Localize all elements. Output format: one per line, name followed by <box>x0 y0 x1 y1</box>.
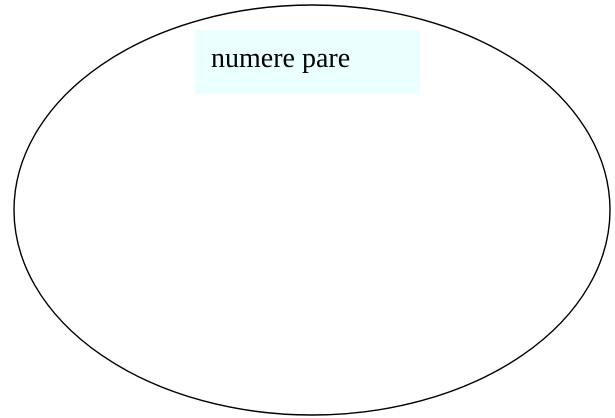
set-ellipse <box>13 4 611 416</box>
set-label: numere pare <box>195 30 420 94</box>
set-label-text: numere pare <box>211 43 351 74</box>
